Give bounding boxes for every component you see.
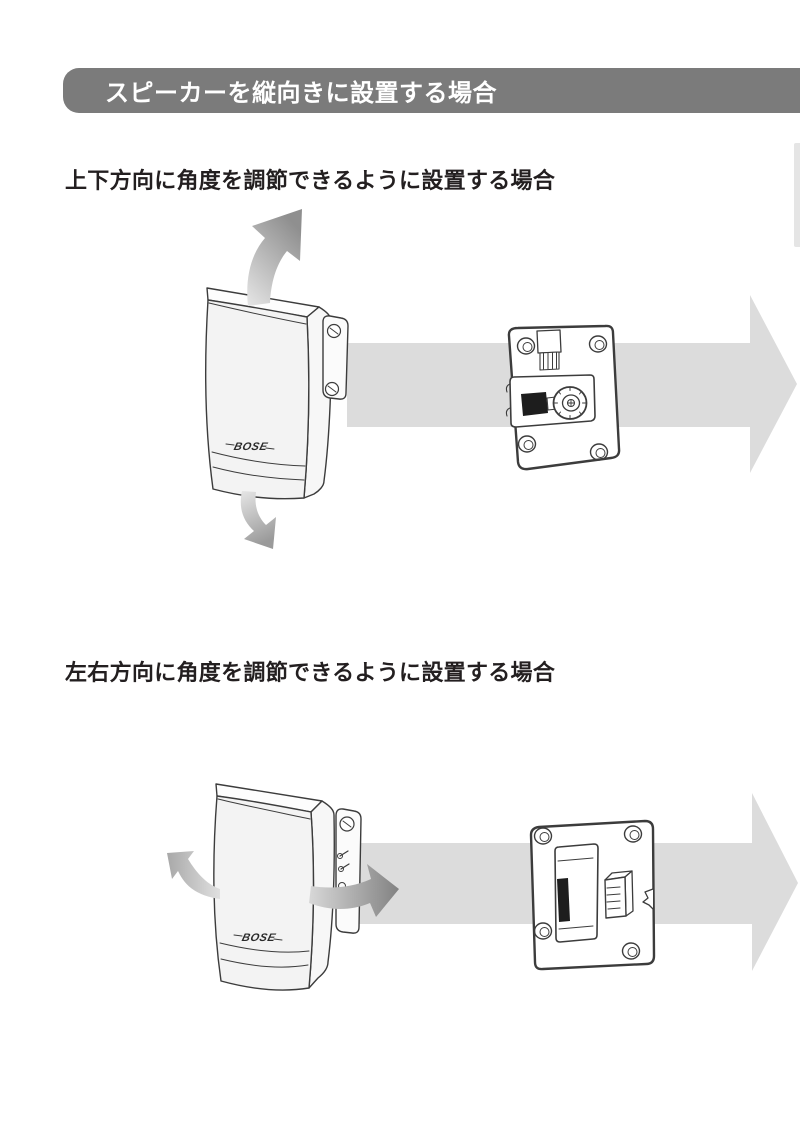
heading-horizontal-adjust: 左右方向に角度を調節できるように設置する場合 [65, 660, 556, 685]
illustration-vertical-adjust: BOSE [205, 209, 797, 549]
tilt-down-arrow-icon [240, 491, 276, 549]
pivot-slot [557, 878, 570, 922]
bose-logo: BOSE [240, 932, 276, 944]
wall-bracket-illustration [529, 819, 656, 971]
pivot-slot [521, 392, 548, 416]
swivel-left-arrow-icon [167, 851, 220, 899]
swivel-right-arrow-icon [309, 864, 399, 917]
bracket-hole [621, 942, 641, 960]
speaker-front-face [205, 299, 310, 500]
heading-vertical-adjust: 上下方向に角度を調節できるように設置する場合 [65, 168, 556, 193]
page-title: スピーカーを縦向きに設置する場合 [105, 80, 497, 107]
bracket-hole [533, 827, 553, 845]
bracket-hole [589, 443, 609, 461]
bracket-hole [533, 922, 553, 940]
illustration-horizontal-adjust: BOSE [167, 783, 798, 991]
section-title-bar: スピーカーを縦向きに設置する場合 [63, 68, 800, 113]
speaker-mount-knuckle [322, 315, 349, 400]
bracket-edge-notch [642, 888, 654, 910]
bracket-hole [623, 825, 643, 843]
speaker-front-face [213, 795, 315, 991]
terminal-block [536, 329, 562, 354]
bose-logo: BOSE [232, 441, 268, 453]
page-edge-tab [794, 143, 800, 247]
bracket-hole [588, 335, 608, 353]
speaker-illustration: BOSE [205, 287, 349, 500]
bracket-hole [516, 337, 536, 355]
wall-bracket-illustration [505, 324, 621, 471]
tilt-up-arrow-icon [247, 209, 302, 306]
speaker-illustration: BOSE [213, 783, 362, 991]
bracket-hole [517, 435, 537, 453]
